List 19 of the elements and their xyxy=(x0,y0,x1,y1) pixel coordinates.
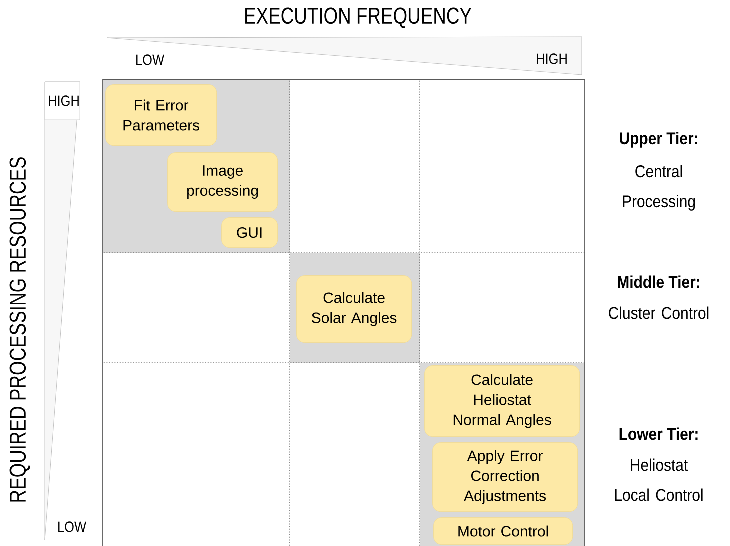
task-box: Calculate Heliostat Normal Angles xyxy=(424,366,580,437)
scale-label: HIGH xyxy=(49,96,79,106)
task-box: Motor Control xyxy=(434,518,573,545)
task-box: Apply Error Correction Adjustments xyxy=(432,442,578,512)
tier-heading: Lower Tier: xyxy=(620,428,698,440)
tier-heading: Upper Tier: xyxy=(620,132,698,148)
scale-label: LOW xyxy=(136,54,164,66)
task-box: Calculate Solar Angles xyxy=(296,276,412,343)
tier-heading: Middle Tier: xyxy=(618,276,700,288)
task-box: GUI xyxy=(222,218,278,248)
scale-label: HIGH xyxy=(537,54,567,64)
tier-description: Central Processing xyxy=(623,165,696,211)
task-box: Fit Error Parameters xyxy=(106,84,217,146)
axis-title: EXECUTION FREQUENCY xyxy=(246,8,472,28)
scale-label: LOW xyxy=(58,522,86,532)
axis-title: REQUIRED PROCESSING RESOURCES xyxy=(10,158,30,502)
tier-description: Heliostat Local Control xyxy=(615,458,703,502)
task-box: Image processing xyxy=(168,152,278,212)
tier-description: Cluster Control xyxy=(609,306,709,320)
